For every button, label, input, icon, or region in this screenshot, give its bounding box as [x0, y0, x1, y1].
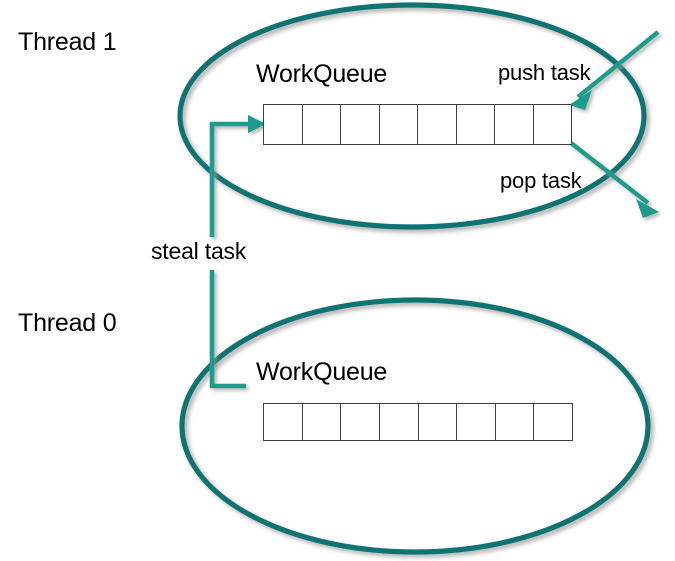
queue-cell[interactable] — [534, 105, 572, 144]
thread-1-label: Thread 1 — [18, 28, 117, 56]
queue-cell[interactable] — [419, 404, 458, 440]
steal-task-arrow — [209, 115, 266, 389]
queue-cell[interactable] — [341, 404, 380, 440]
thread-1-queue-label: WorkQueue — [256, 60, 388, 88]
queue-cell[interactable] — [496, 404, 535, 440]
pop-task-arrow — [569, 141, 659, 218]
push-task-label: push task — [498, 60, 591, 85]
thread-0-label: Thread 0 — [18, 309, 117, 337]
queue-cell[interactable] — [341, 105, 380, 144]
steal-task-label: steal task — [151, 238, 247, 264]
queue-cell[interactable] — [457, 105, 495, 144]
queue-cell[interactable] — [534, 404, 572, 440]
thread-0-queue-label: WorkQueue — [256, 358, 388, 386]
thread-0-work-queue[interactable] — [263, 403, 573, 441]
queue-cell[interactable] — [264, 404, 303, 440]
queue-cell[interactable] — [303, 105, 341, 144]
thread-1-work-queue[interactable] — [263, 104, 572, 145]
thread-0-boundary-ellipse — [179, 297, 651, 555]
queue-cell[interactable] — [380, 105, 418, 144]
queue-cell[interactable] — [457, 404, 496, 440]
queue-cell[interactable] — [264, 105, 303, 144]
pop-task-label: pop task — [500, 168, 582, 193]
thread-1-boundary-ellipse — [177, 2, 647, 230]
queue-cell[interactable] — [303, 404, 342, 440]
queue-cell[interactable] — [495, 105, 534, 144]
queue-cell[interactable] — [418, 105, 457, 144]
push-task-arrow — [569, 30, 660, 110]
queue-cell[interactable] — [380, 404, 419, 440]
